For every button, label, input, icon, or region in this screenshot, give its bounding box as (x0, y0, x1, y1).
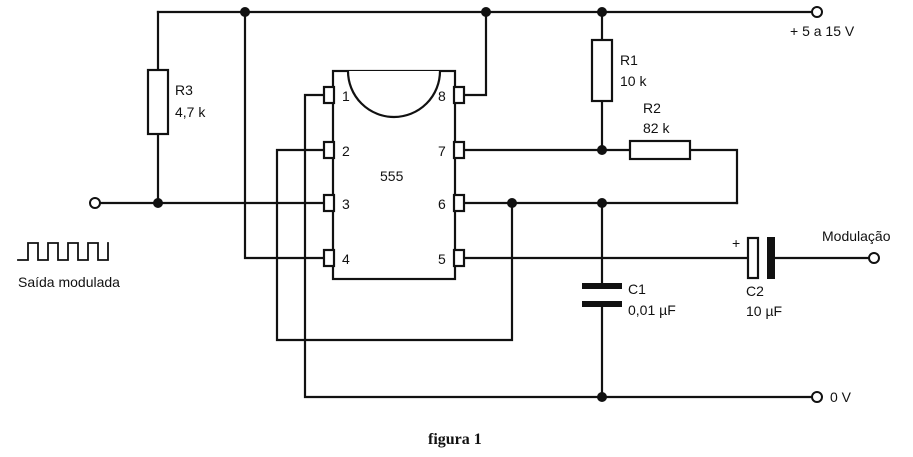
supply-label: + 5 a 15 V (790, 23, 855, 39)
c1-value: 0,01 µF (628, 302, 676, 318)
modulation-terminal (868, 252, 880, 264)
pin-number-1: 1 (342, 88, 350, 104)
junction-dot (153, 198, 163, 208)
ic-pin-1 (322, 85, 336, 105)
junction-dot (481, 7, 491, 17)
pin-number-3: 3 (342, 196, 350, 212)
pin-number-8: 8 (438, 88, 446, 104)
modulation-label: Modulação (822, 228, 891, 244)
ic-pin-7 (452, 140, 466, 160)
pin-number-6: 6 (438, 196, 446, 212)
resistor-r3 (146, 68, 170, 136)
ground-label: 0 V (830, 389, 852, 405)
junction-dot (240, 7, 250, 17)
ic-pin-6 (452, 193, 466, 213)
c2-polarity: + (732, 235, 740, 251)
ic-part-number: 555 (380, 168, 404, 184)
c1-name: C1 (628, 281, 646, 297)
r1-name: R1 (620, 52, 638, 68)
ic-notch (346, 70, 442, 119)
r3-name: R3 (175, 82, 193, 98)
square-wave-icon (17, 242, 109, 261)
pin-number-4: 4 (342, 251, 350, 267)
r1-value: 10 k (620, 73, 647, 89)
supply-terminal (811, 6, 823, 18)
capacitor-c1-plate-top (582, 283, 622, 289)
junction-dot (597, 392, 607, 402)
ic-pin-2 (322, 140, 336, 160)
ic-pin-5 (452, 248, 466, 268)
figure-caption: figura 1 (428, 431, 482, 448)
ic-pin-4 (322, 248, 336, 268)
c2-value: 10 µF (746, 303, 782, 319)
wires (99, 10, 870, 399)
junction-dots (153, 7, 607, 402)
junction-dot (507, 198, 517, 208)
c2-name: C2 (746, 283, 764, 299)
resistor-r2 (628, 139, 692, 161)
ic-pin-3 (322, 193, 336, 213)
junction-dot (597, 7, 607, 17)
resistor-r1 (590, 38, 614, 103)
pin-number-2: 2 (342, 143, 350, 159)
junction-dot (597, 145, 607, 155)
capacitor-c1-plate-bottom (582, 301, 622, 307)
pin-number-5: 5 (438, 251, 446, 267)
output-label: Saída modulada (18, 274, 120, 290)
r2-value: 82 k (643, 120, 670, 136)
ground-terminal (811, 391, 823, 403)
capacitor-c2-negative-plate (767, 237, 775, 279)
junction-dot (597, 198, 607, 208)
ic-555: 1 2 3 4 8 7 6 5 555 (322, 69, 466, 281)
output-terminal (89, 197, 101, 209)
pin-number-7: 7 (438, 143, 446, 159)
capacitor-c2-positive-plate (746, 236, 760, 280)
r3-value: 4,7 k (175, 104, 206, 120)
r2-name: R2 (643, 100, 661, 116)
ic-pin-8 (452, 85, 466, 105)
